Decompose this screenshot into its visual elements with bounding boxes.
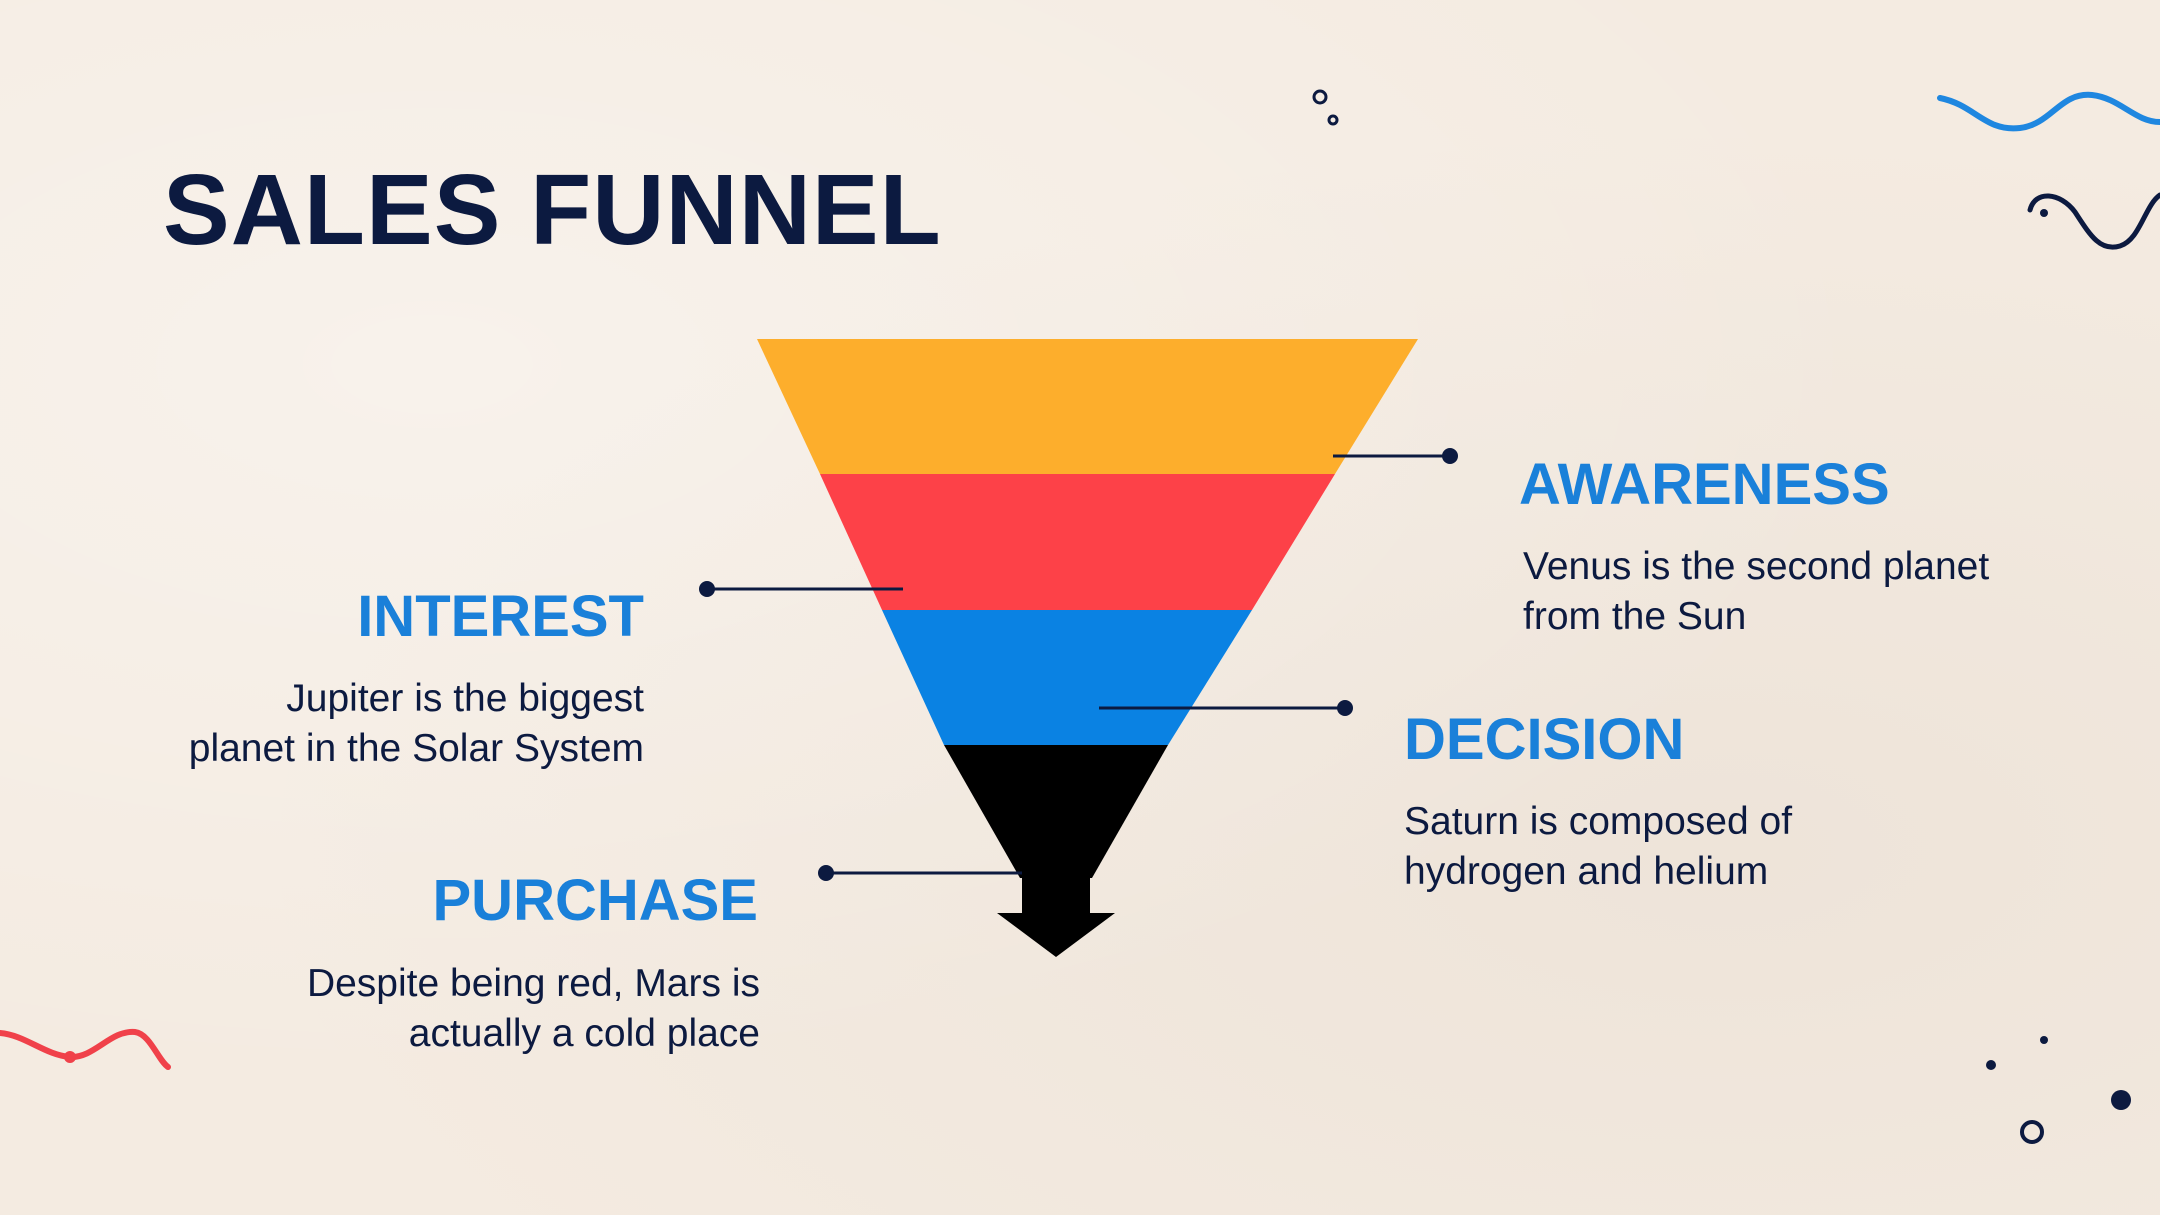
desc-awareness-line2: from the Sun bbox=[1523, 595, 1747, 638]
funnel-band-purchase bbox=[944, 745, 1168, 878]
dot-large-decoration bbox=[2111, 1090, 2131, 1110]
squiggle-navy-decoration bbox=[2027, 192, 2160, 250]
page-title: SALES FUNNEL bbox=[163, 154, 942, 266]
desc-decision-line2: hydrogen and helium bbox=[1404, 850, 1769, 893]
ring-decoration bbox=[2020, 1120, 2044, 1144]
desc-interest-line2: planet in the Solar System bbox=[188, 727, 644, 770]
desc-purchase-line1: Despite being red, Mars is bbox=[306, 962, 760, 1005]
funnel-arrow bbox=[997, 870, 1115, 957]
heading-interest: INTEREST bbox=[357, 584, 644, 649]
dot-decoration bbox=[1986, 1060, 1996, 1070]
dot-red-decoration bbox=[64, 1051, 76, 1063]
funnel-band-awareness bbox=[757, 339, 1418, 474]
dot-decoration bbox=[2040, 1036, 2048, 1044]
squiggle-red-decoration bbox=[0, 1028, 171, 1070]
funnel-band-interest bbox=[820, 474, 1335, 610]
heading-awareness: AWARENESS bbox=[1519, 452, 1890, 517]
ring-tiny-decoration bbox=[1327, 114, 1339, 126]
desc-interest-line1: Jupiter is the biggest bbox=[286, 677, 644, 720]
funnel-band-decision bbox=[882, 610, 1252, 745]
ring-small-decoration bbox=[1312, 89, 1328, 105]
desc-purchase-line2: actually a cold place bbox=[408, 1012, 760, 1055]
connector-interest bbox=[699, 581, 903, 597]
squiggle-blue-decoration bbox=[1937, 91, 2160, 132]
dot-navy-decoration bbox=[2040, 209, 2048, 217]
connector-decision bbox=[1099, 700, 1353, 716]
desc-decision-line1: Saturn is composed of bbox=[1404, 800, 1793, 843]
connector-purchase bbox=[818, 865, 1022, 881]
heading-purchase: PURCHASE bbox=[432, 868, 759, 933]
heading-decision: DECISION bbox=[1404, 707, 1685, 772]
connector-awareness bbox=[1333, 448, 1458, 464]
desc-awareness-line1: Venus is the second planet bbox=[1523, 545, 1990, 588]
